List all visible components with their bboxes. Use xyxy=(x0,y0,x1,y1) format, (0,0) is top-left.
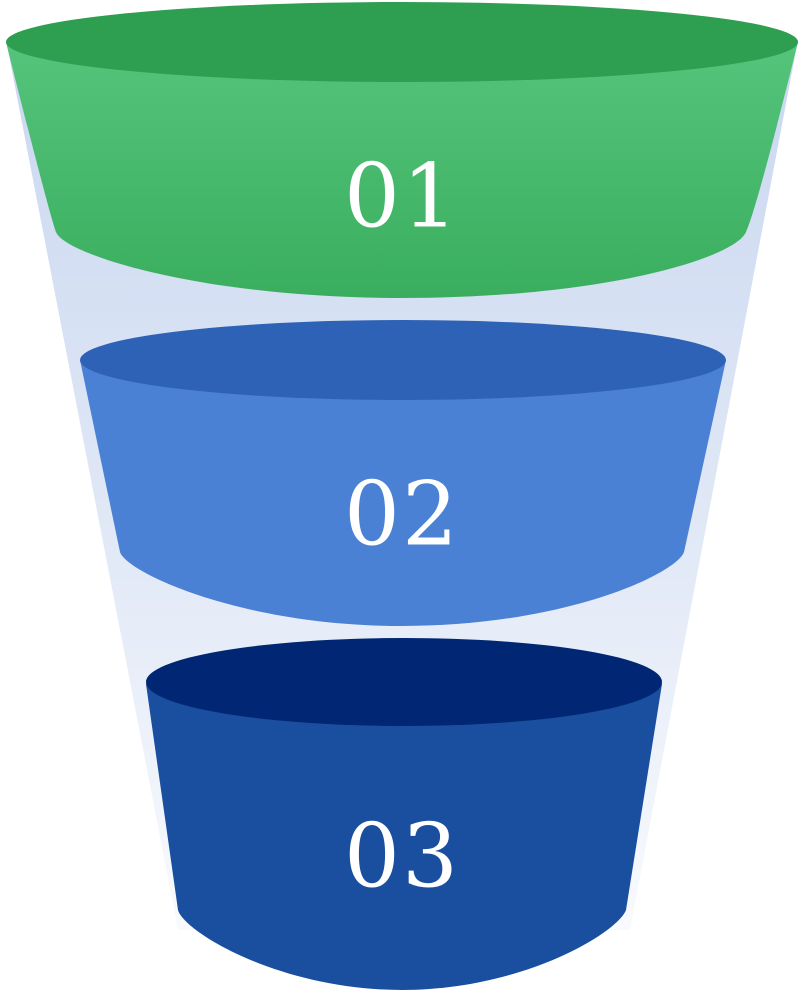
stage-2-label: 02 xyxy=(344,463,460,566)
stage-2-body xyxy=(80,360,726,626)
stage-2-top xyxy=(80,320,726,400)
stage-1-top xyxy=(6,2,798,82)
stage-3-label: 03 xyxy=(344,805,460,908)
stage-1-label: 01 xyxy=(344,145,460,248)
stage-3-body xyxy=(146,684,662,990)
funnel-stage-3: 03 xyxy=(146,638,662,990)
stage-1-body xyxy=(6,42,798,298)
stage-3-top xyxy=(146,638,662,726)
funnel-stage-2: 02 xyxy=(80,320,726,626)
funnel-stage-1: 01 xyxy=(6,2,798,298)
